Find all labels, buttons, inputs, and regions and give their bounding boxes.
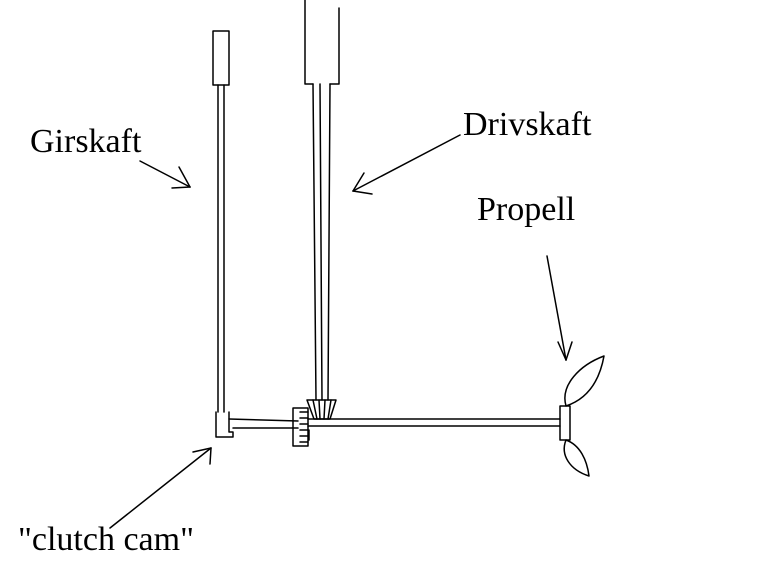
drivskaft-upper-right (329, 7, 340, 85)
drivskaft-rod-left (312, 83, 317, 401)
clutch-cam (215, 411, 299, 438)
bevel-gear-body (306, 399, 337, 420)
propeller-blade-top (564, 355, 605, 407)
label-drivskaft: Drivskaft (463, 106, 592, 143)
propeller-hub (559, 405, 571, 441)
propeller-blade-bottom (563, 439, 590, 477)
girskaft-shaft (212, 30, 230, 413)
drivskaft-rod-right (327, 83, 331, 401)
bevel-gear (306, 399, 337, 420)
drivskaft-shaft (304, 0, 340, 401)
arrow-drivskaft (352, 134, 461, 195)
arrow-clutch-cam (109, 447, 212, 529)
label-propell: Propell (477, 191, 575, 228)
clutch-dog-body (292, 407, 309, 447)
drivskaft-rod-center (319, 83, 323, 401)
propeller (559, 355, 605, 477)
clutch-dog (292, 407, 310, 447)
label-clutch-cam: "clutch cam" (18, 521, 194, 558)
clutch-cam-link-top (228, 418, 299, 422)
arrow-girskaft (139, 160, 191, 189)
drivskaft-upper-left (304, 0, 314, 85)
arrow-propell (546, 255, 573, 361)
label-girskaft: Girskaft (30, 123, 142, 160)
girskaft-handle (212, 30, 230, 86)
propeller-shaft (307, 418, 561, 427)
clutch-cam-block (215, 411, 234, 438)
